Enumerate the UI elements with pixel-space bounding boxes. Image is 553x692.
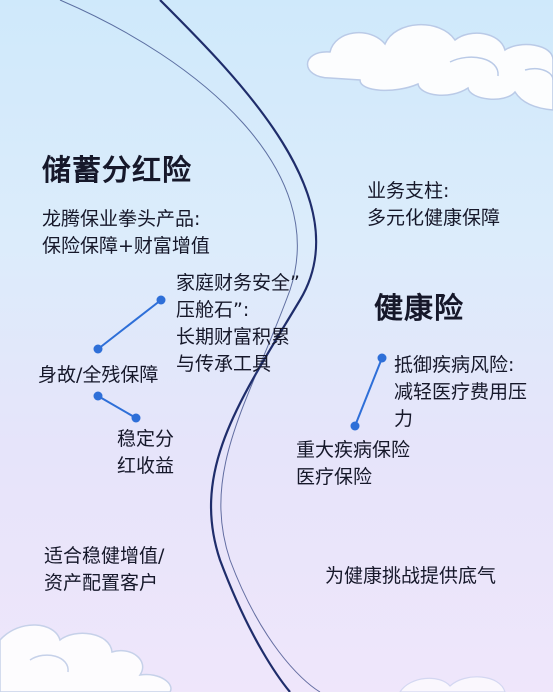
left-point-middle: 身故/全残保障 bbox=[38, 364, 159, 386]
cloud-bottom-right-icon bbox=[399, 676, 506, 692]
divider-curve-thin bbox=[59, 0, 321, 692]
left-title: 储蓄分红险 bbox=[42, 153, 193, 187]
left-point-top: 家庭财务安全” 压舱石”: 长期财富积累 与传承工具 bbox=[176, 272, 300, 375]
right-title: 健康险 bbox=[374, 291, 465, 325]
right-footer: 为健康挑战提供底气 bbox=[325, 565, 497, 587]
cloud-top-right-icon bbox=[306, 24, 553, 111]
right-point-top: 抵御疾病风险: 减轻医疗费用压 力 bbox=[394, 354, 528, 430]
cloud-bottom-left-icon bbox=[0, 624, 172, 692]
right-pillar: 业务支柱: 多元化健康保障 bbox=[367, 180, 501, 229]
divider-curve bbox=[159, 0, 318, 692]
left-subtitle: 龙腾保业拳头产品: 保险保障+财富增值 bbox=[42, 208, 210, 257]
right-point-bottom: 重大疾病保险 医疗保险 bbox=[296, 439, 411, 488]
left-footer: 适合稳健增值/ 资产配置客户 bbox=[44, 545, 165, 594]
left-point-bottom: 稳定分 红收益 bbox=[117, 428, 175, 477]
